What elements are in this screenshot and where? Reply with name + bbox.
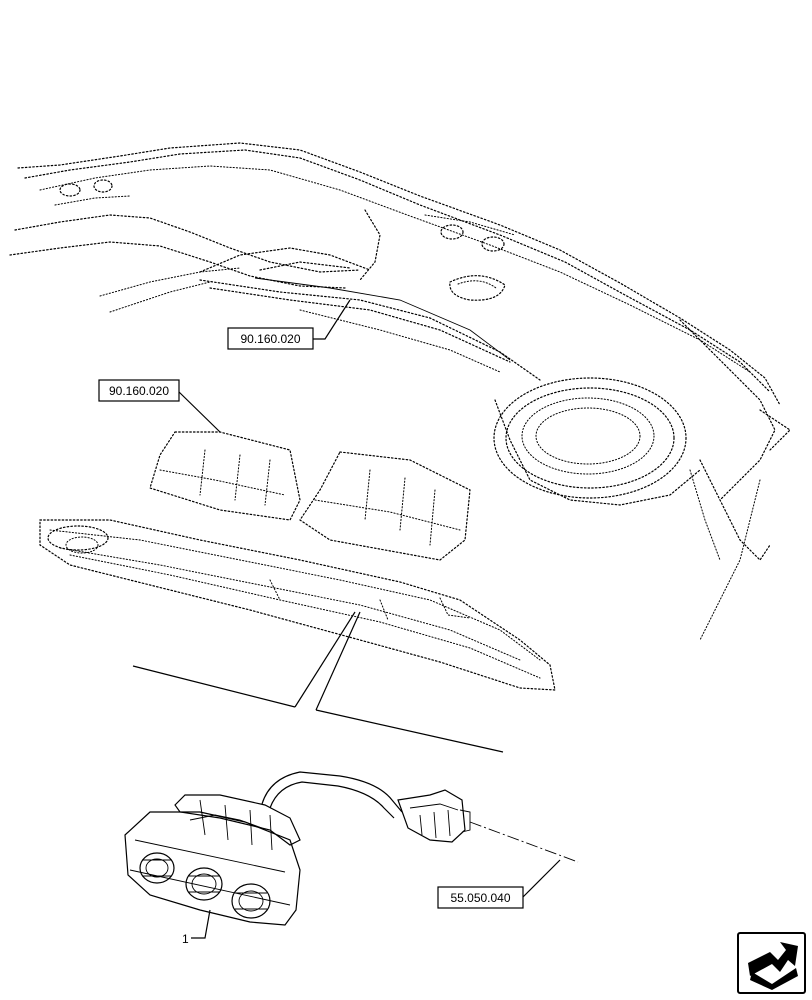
leader-lines [177,299,561,939]
dashboard-phantom-outline [9,142,791,641]
knob-right [231,883,271,919]
callout-ref-top-text: 90.160.020 [240,332,300,346]
knob-middle [185,867,223,901]
callout-ref-top[interactable]: 90.160.020 [227,327,314,350]
callout-connector-ref[interactable]: 55.050.040 [437,886,524,909]
item-number-label: 1 [182,932,189,946]
callout-connector-ref-text: 55.050.040 [450,891,510,905]
callout-ref-mid[interactable]: 90.160.020 [98,379,180,402]
knob-left [139,852,175,884]
hvac-control-panel [124,771,579,926]
next-page-arrow-icon[interactable] [737,932,806,994]
hvac-duct-assembly [39,431,556,691]
section-separator-lines [132,611,504,753]
callout-ref-mid-text: 90.160.020 [109,384,169,398]
